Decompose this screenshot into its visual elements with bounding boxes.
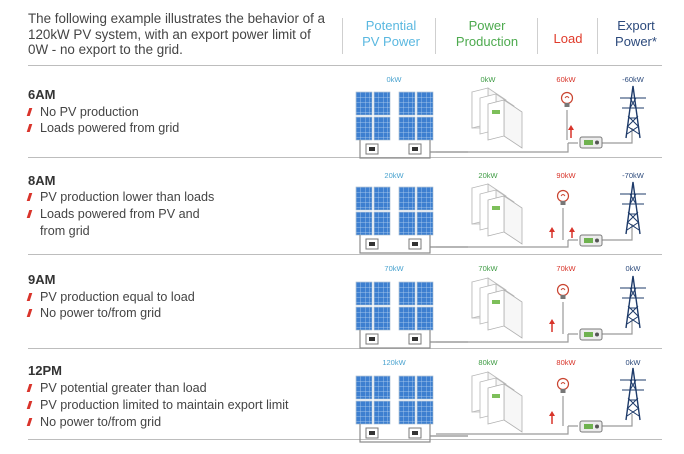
production-value: 80kW (478, 358, 498, 367)
header-divider (342, 18, 343, 54)
bullet: PV potential greater than load (26, 380, 207, 396)
header-divider (597, 18, 598, 54)
scene-row-6am (356, 85, 647, 158)
header-load: Load (553, 31, 583, 46)
scene-row-12pm (356, 367, 647, 442)
load-value: 60kW (556, 75, 576, 84)
export-value: 0kW (625, 358, 641, 367)
bullet: No PV production (26, 104, 139, 120)
inverter-icon (471, 87, 523, 149)
header-divider (537, 18, 538, 54)
grid-pylon-icon (619, 275, 647, 329)
load-bulb-icon (556, 377, 570, 394)
pv-panels-icon (356, 187, 468, 253)
load-bulb-icon (556, 189, 570, 206)
inverter-icon (471, 277, 523, 339)
pv-panels-icon (356, 376, 468, 442)
scene-row-9am (356, 275, 647, 348)
load-bulb-icon (556, 283, 570, 300)
row-divider (28, 157, 662, 158)
pv-power-value: 120kW (382, 358, 406, 367)
pv-power-value: 70kW (384, 264, 404, 273)
inverter-icon (471, 371, 523, 433)
header-potential-pv-power: Potential PV Power (362, 18, 420, 49)
load-value: 90kW (556, 171, 576, 180)
pv-panels-icon (356, 92, 468, 158)
pv-power-value: 0kW (386, 75, 402, 84)
bullet: PV production lower than loads (26, 189, 214, 205)
meter-icon (579, 328, 603, 341)
intro-text: The following example illustrates the be… (28, 11, 325, 57)
row-time-9am: 9AM (28, 272, 56, 287)
export-value: -60kW (622, 75, 644, 84)
pv-power-value: 20kW (384, 171, 404, 180)
bullet: PV production limited to maintain export… (26, 397, 289, 413)
header-export-power: Export Power* (615, 18, 657, 49)
load-value: 80kW (556, 358, 576, 367)
row-time-8am: 8AM (28, 173, 56, 188)
production-value: 0kW (480, 75, 496, 84)
row-divider (28, 348, 662, 349)
inverter-icon (471, 183, 523, 245)
grid-pylon-icon (619, 367, 647, 421)
meter-icon (579, 234, 603, 247)
row-divider (28, 254, 662, 255)
header-divider (435, 18, 436, 54)
export-value: -70kW (622, 171, 644, 180)
bullet-continuation: from grid (40, 224, 90, 238)
bullet: PV production equal to load (26, 289, 195, 305)
grid-pylon-icon (619, 85, 647, 139)
export-value: 0kW (625, 264, 641, 273)
bullet: No power to/from grid (26, 414, 161, 430)
bullet: Loads powered from PV and (26, 206, 200, 222)
pv-panels-icon (356, 282, 468, 348)
load-value: 70kW (556, 264, 576, 273)
grid-pylon-icon (619, 181, 647, 235)
row-time-6am: 6AM (28, 87, 56, 102)
row-divider (28, 439, 662, 440)
row-divider (28, 65, 662, 66)
production-value: 70kW (478, 264, 498, 273)
header-power-production: Power Production (455, 18, 519, 49)
bullet: Loads powered from grid (26, 120, 179, 136)
bullet: No power to/from grid (26, 305, 161, 321)
row-time-12pm: 12PM (28, 363, 62, 378)
load-bulb-icon (560, 91, 574, 108)
meter-icon (579, 136, 603, 149)
meter-icon (579, 420, 603, 433)
production-value: 20kW (478, 171, 498, 180)
scene-row-8am (356, 181, 647, 253)
